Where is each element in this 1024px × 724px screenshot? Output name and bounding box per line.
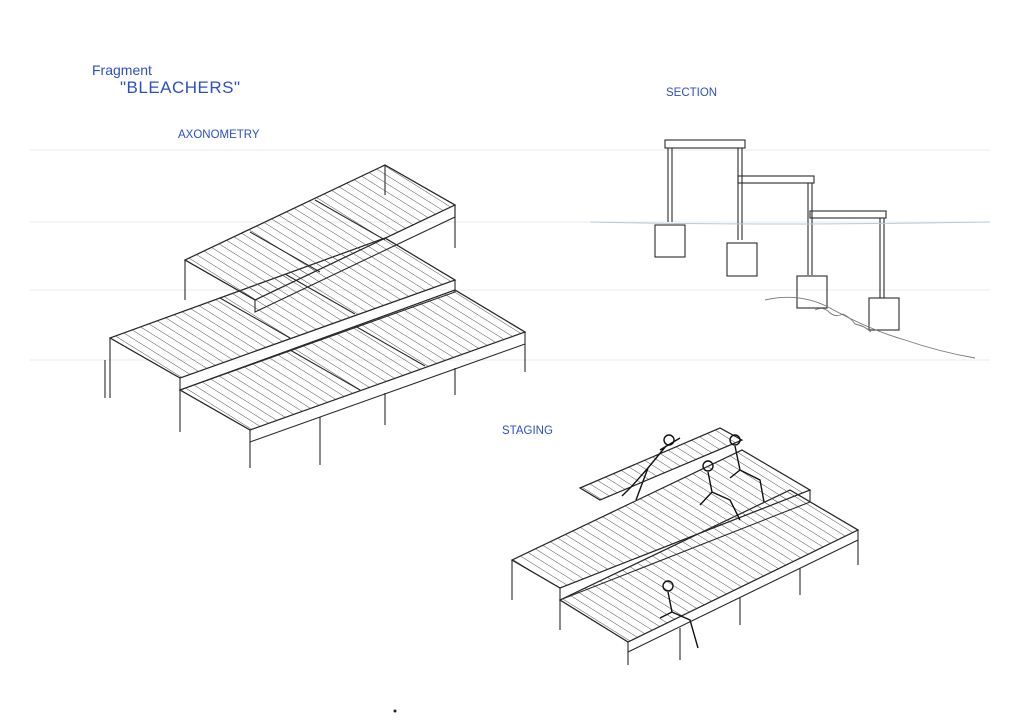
- title-fragment: Fragment: [92, 62, 152, 78]
- scan-speck: [393, 709, 397, 713]
- label-section: SECTION: [666, 87, 718, 99]
- figure-sitting-1: [729, 434, 765, 503]
- axonometry-drawing: [104, 164, 527, 468]
- label-staging: STAGING: [502, 425, 553, 437]
- figure-sitting-3: [659, 580, 699, 649]
- figure-sitting-2: [699, 460, 741, 521]
- staging-drawing: [510, 427, 860, 665]
- figure-reclining: [621, 434, 681, 501]
- label-axonometry: AXONOMETRY: [178, 129, 260, 141]
- title-bleachers: "BLEACHERS": [120, 78, 241, 97]
- section-drawing: [589, 139, 991, 359]
